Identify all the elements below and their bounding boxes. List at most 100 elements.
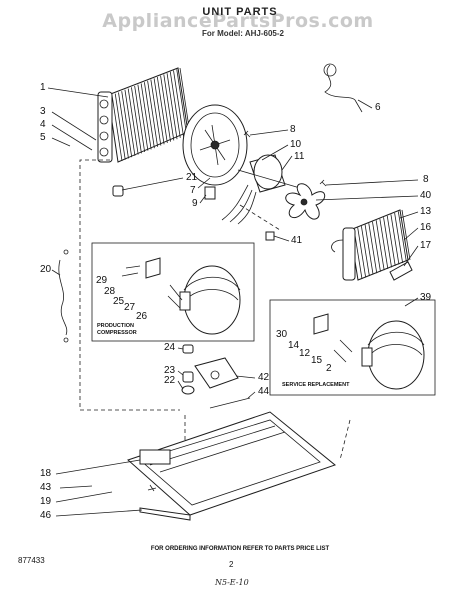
model-subtitle: For Model: AHJ-605-2	[202, 29, 284, 38]
coil-fin	[386, 215, 396, 266]
tube-44	[209, 397, 251, 409]
callout-12: 12	[299, 348, 311, 359]
heater-17	[389, 261, 413, 281]
washer-22	[181, 385, 195, 395]
callout-14: 14	[288, 340, 300, 351]
callout-46: 46	[40, 510, 52, 521]
callout-27: 27	[124, 302, 136, 313]
callout-30: 30	[276, 329, 288, 340]
callout-39: 39	[420, 292, 432, 303]
callout-41: 41	[291, 235, 303, 246]
coil-fin	[169, 71, 181, 138]
coil-fin	[357, 227, 367, 278]
coil-fin	[160, 75, 171, 142]
grommet-24	[182, 344, 194, 354]
callout-16: 16	[420, 222, 432, 233]
coil-fin	[134, 85, 146, 153]
callout-9: 9	[192, 198, 198, 209]
callout-29: 29	[96, 275, 108, 286]
callout-5: 5	[40, 132, 46, 143]
callout-21: 21	[186, 172, 198, 183]
screw-8	[243, 130, 251, 138]
callout-19: 19	[40, 496, 52, 507]
clip-41	[265, 231, 275, 241]
watermark-logo: AppliancePartsPros.com	[102, 10, 374, 32]
service-replacement-box	[269, 299, 436, 396]
callout-23: 23	[164, 365, 176, 376]
production-compressor	[121, 257, 241, 335]
coil-fin	[368, 223, 378, 274]
condenser-coil	[97, 67, 191, 163]
callout-1: 1	[40, 82, 46, 93]
coil-fin	[176, 69, 188, 136]
callout-17: 17	[420, 240, 432, 251]
callout-6: 6	[375, 102, 381, 113]
coil-fin	[137, 84, 149, 151]
service-replacement-label: SERVICE REPLACEMENT	[282, 382, 350, 388]
coil-fin	[390, 214, 400, 265]
bracket-9	[204, 186, 216, 200]
coil-fin	[173, 70, 184, 137]
spacer-23	[182, 371, 194, 383]
coil-fin	[375, 220, 385, 271]
callout-25: 25	[113, 296, 125, 307]
leader-lines	[47, 87, 419, 517]
base-pan	[127, 411, 337, 521]
callout-24: 24	[164, 342, 176, 353]
callout-13: 13	[420, 206, 432, 217]
coil-fin	[118, 92, 129, 159]
coil-fin	[143, 82, 155, 149]
coil-fin	[397, 211, 407, 262]
coil-fin	[163, 74, 175, 141]
callout-7: 7	[190, 185, 196, 196]
callout-18: 18	[40, 468, 52, 479]
coil-fin	[147, 80, 159, 147]
callout-2: 2	[326, 363, 332, 374]
callout-3: 3	[40, 106, 46, 117]
callout-10: 10	[290, 139, 302, 150]
coil-fin	[379, 218, 389, 269]
callout-11: 11	[294, 151, 305, 162]
callout-4: 4	[40, 119, 46, 130]
coil-fin	[153, 78, 165, 145]
production-compressor-box	[91, 242, 255, 342]
coil-fin	[111, 94, 123, 162]
coil-fin	[401, 209, 411, 261]
coil-fin	[140, 83, 152, 150]
callout-28: 28	[104, 286, 116, 297]
blower-wheel	[285, 183, 326, 220]
diagram-title: UNIT PARTS	[202, 6, 278, 18]
fan-shroud	[182, 104, 248, 186]
callout-26: 26	[136, 311, 148, 322]
coil-fin	[166, 73, 178, 140]
coil-fin	[360, 226, 370, 277]
callout-8-right: 8	[423, 174, 429, 185]
handwritten-note: N5-E-10	[215, 578, 249, 587]
callout-8-top: 8	[290, 124, 296, 135]
coil-fin	[372, 221, 381, 272]
service-compressor	[313, 313, 425, 390]
coil-fin	[364, 224, 374, 275]
coil-fin	[150, 79, 162, 146]
callout-20: 20	[40, 264, 52, 275]
production-compressor-label: PRODUCTION COMPRESSOR	[97, 323, 137, 336]
grommet-21	[112, 185, 124, 197]
screw-8b	[319, 179, 327, 187]
coil-fin	[383, 217, 392, 268]
ordering-info-text: FOR ORDERING INFORMATION REFER TO PARTS …	[150, 546, 330, 552]
coil-fin	[121, 91, 133, 158]
coil-fin	[114, 93, 126, 160]
callout-43: 43	[40, 482, 52, 493]
compressor-plate-42	[194, 357, 239, 389]
callout-42: 42	[258, 372, 270, 383]
callout-22: 22	[164, 375, 176, 386]
fan-motor	[221, 154, 301, 225]
coil-fin	[156, 76, 168, 144]
coil-fin	[131, 87, 142, 154]
coil-fin	[394, 212, 404, 263]
page-number: 2	[229, 560, 234, 569]
evaporator-coil	[331, 209, 411, 281]
capillary-tube	[324, 64, 363, 113]
